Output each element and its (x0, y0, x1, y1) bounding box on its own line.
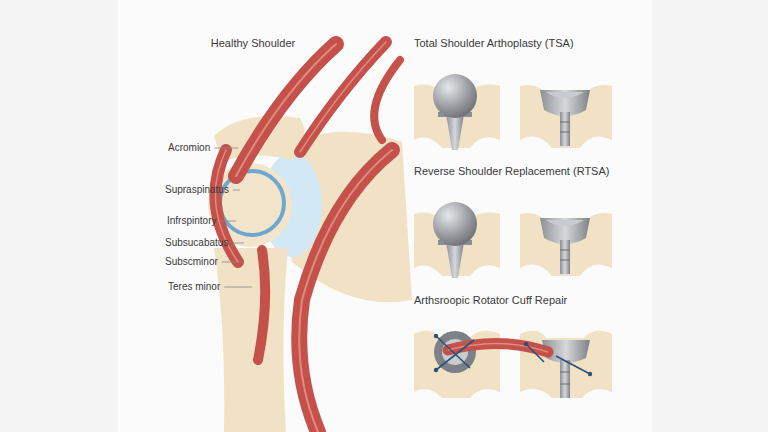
tsa-implants (414, 74, 612, 150)
leader-line (224, 287, 252, 288)
cuff-repair (414, 331, 612, 398)
leader-line (222, 262, 244, 263)
rtsa-implants (414, 202, 612, 278)
part-label: Teres minor (168, 281, 220, 293)
part-label: Subscminor (165, 256, 218, 268)
section-heading: Healthy Shoulder (211, 37, 295, 50)
section-heading: Reverse Shoulder Replacement (RTSA) (414, 165, 609, 178)
leader-line (214, 148, 238, 149)
leader-line (232, 243, 244, 244)
part-label: Infrspintory (167, 215, 216, 227)
healthy-shoulder (208, 42, 412, 432)
part-label: Subsucabatus (165, 237, 228, 249)
card-ground (118, 0, 652, 432)
humerus-bone (214, 248, 288, 432)
part-label: Supraspinatus (165, 184, 229, 196)
section-heading: Total Shoulder Arthoplasty (TSA) (414, 37, 574, 50)
rotator-cuff-muscles (215, 42, 400, 432)
leader-line (220, 221, 236, 222)
leader-line (233, 190, 240, 191)
leader-lines (214, 148, 252, 287)
section-heading: Arthsroopic Rotator Cuff Repair (414, 294, 567, 307)
part-label: Acromion (168, 142, 210, 154)
